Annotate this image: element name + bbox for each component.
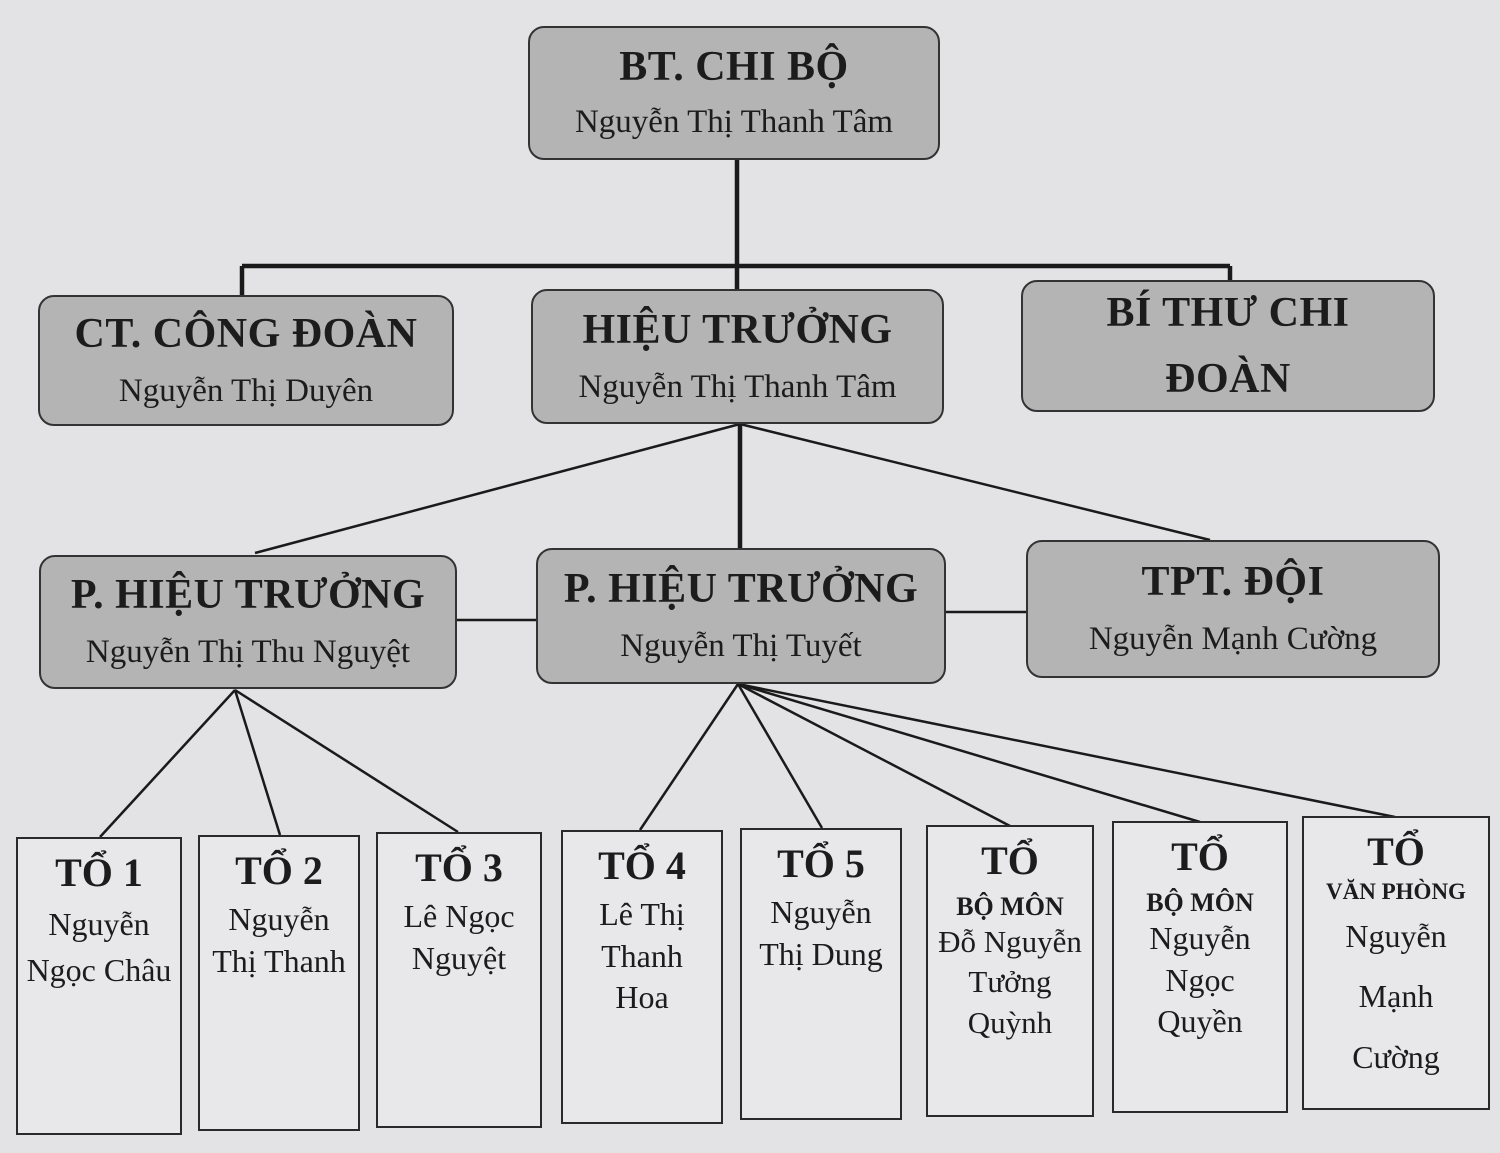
group-leader-name: Nguyễn Ngọc Châu <box>26 906 172 989</box>
group-title: TỔ 4 <box>598 843 686 888</box>
youth-union-title-line1: BÍ THƯ CHI <box>1106 289 1350 336</box>
group-title: TỔ 1 <box>55 850 143 895</box>
group-leader-name: Lê Thị Thanh Hoa <box>599 896 685 1016</box>
principal-title: HIỆU TRƯỞNG <box>582 306 893 353</box>
pioneer-leader-title: TPT. ĐỘI <box>1141 559 1325 606</box>
vice-principal-2-title: P. HIỆU TRƯỞNG <box>563 566 919 613</box>
group-title: TỔ <box>1367 829 1425 874</box>
vice-principal-2-box: P. HIỆU TRƯỞNG Nguyễn Thị Tuyết <box>536 548 946 684</box>
group-subtitle: BỘ MÔN <box>1146 888 1254 917</box>
group-leader-name: Nguyễn Thị Thanh <box>212 901 346 979</box>
group-leader-name: Đỗ Nguyễn Tưởng Quỳnh <box>938 924 1082 1040</box>
principal-name: Nguyễn Thị Thanh Tâm <box>578 368 897 405</box>
group-box-4: TỔ 4 Lê Thị Thanh Hoa <box>561 830 723 1124</box>
union-chair-title: CT. CÔNG ĐOÀN <box>74 310 418 357</box>
principal-box: HIỆU TRƯỞNG Nguyễn Thị Thanh Tâm <box>531 289 944 424</box>
party-secretary-name: Nguyễn Thị Thanh Tâm <box>574 104 894 141</box>
vice-principal-2-name: Nguyễn Thị Tuyết <box>620 628 862 665</box>
group-box-3: TỔ 3 Lê Ngọc Nguyệt <box>376 832 542 1128</box>
group-leader-name: Nguyễn Thị Dung <box>759 894 883 972</box>
group-leader-name: Nguyễn Mạnh Cường <box>1345 917 1447 1076</box>
vice-principal-1-box: P. HIỆU TRƯỞNG Nguyễn Thị Thu Nguyệt <box>39 555 457 689</box>
group-title: TỔ 3 <box>415 845 503 890</box>
group-subtitle: VĂN PHÒNG <box>1326 879 1466 904</box>
vice-principal-1-title: P. HIỆU TRƯỞNG <box>70 572 426 619</box>
union-chair-box: CT. CÔNG ĐOÀN Nguyễn Thị Duyên <box>38 295 454 426</box>
group-box-8: TỔ VĂN PHÒNG Nguyễn Mạnh Cường <box>1302 816 1490 1110</box>
group-title: TỔ <box>1171 834 1229 879</box>
youth-union-secretary-box: BÍ THƯ CHI ĐOÀN <box>1021 280 1435 412</box>
group-box-7: TỔ BỘ MÔN Nguyễn Ngọc Quyền <box>1112 821 1288 1113</box>
party-secretary-box: BT. CHI BỘ Nguyễn Thị Thanh Tâm <box>528 26 940 160</box>
group-title: TỔ <box>981 838 1039 883</box>
group-leader-name: Nguyễn Ngọc Quyền <box>1149 920 1251 1040</box>
group-box-1: TỔ 1 Nguyễn Ngọc Châu <box>16 837 182 1135</box>
union-chair-name: Nguyễn Thị Duyên <box>118 372 374 409</box>
group-subtitle: BỘ MÔN <box>956 892 1064 921</box>
group-title: TỔ 5 <box>777 841 865 886</box>
pioneer-leader-box: TPT. ĐỘI Nguyễn Mạnh Cường <box>1026 540 1440 678</box>
pioneer-leader-name: Nguyễn Mạnh Cường <box>1088 621 1378 658</box>
group-box-2: TỔ 2 Nguyễn Thị Thanh <box>198 835 360 1131</box>
youth-union-title-line2: ĐOÀN <box>1165 356 1291 402</box>
vice-principal-1-name: Nguyễn Thị Thu Nguyệt <box>85 634 411 671</box>
group-leader-name: Lê Ngọc Nguyệt <box>403 898 515 976</box>
group-title: TỔ 2 <box>235 848 323 893</box>
group-box-5: TỔ 5 Nguyễn Thị Dung <box>740 828 902 1120</box>
group-box-6: TỔ BỘ MÔN Đỗ Nguyễn Tưởng Quỳnh <box>926 825 1094 1117</box>
party-secretary-title: BT. CHI BỘ <box>619 44 849 91</box>
